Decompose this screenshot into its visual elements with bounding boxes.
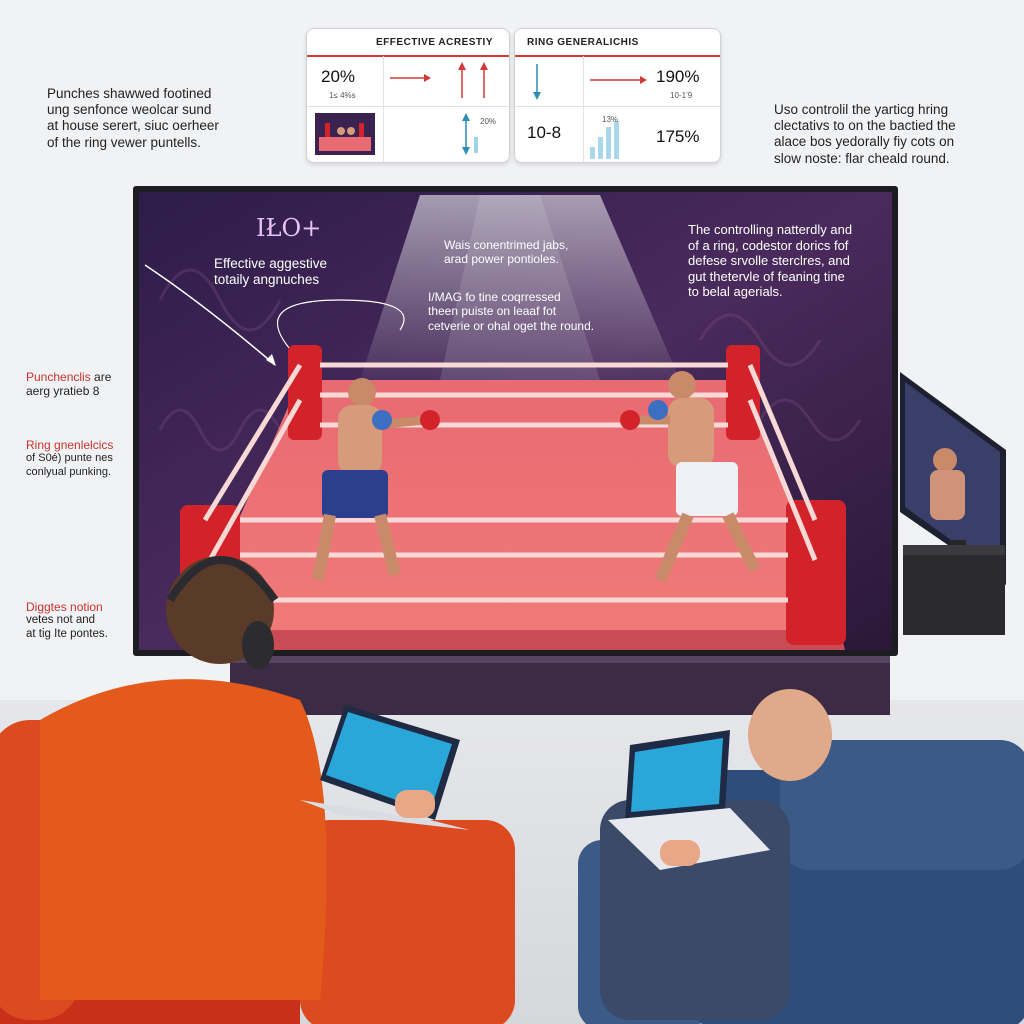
- left-annotation: Punches shawwed footined ung senfonce we…: [47, 86, 219, 151]
- tv-center-line: theen puiste on leaaf fot: [428, 304, 557, 319]
- stat-caption: 1≤ 4%s: [329, 91, 356, 100]
- tv-center-line: I/MAG fo tine coqrressed: [428, 290, 561, 304]
- tv-center-top-text: Wais conentrimed jabs, arad power pontio…: [444, 238, 568, 267]
- side-label-title: Diggtes notion: [26, 600, 103, 614]
- side-label-ring-generalship: Ring gnenlelcics of S0é) punte nes conly…: [26, 438, 113, 479]
- trend-down-icon: [533, 64, 541, 100]
- side-label-body: aerg yratieb 8: [26, 384, 100, 399]
- tv-heading: Effective aggestive totaily angnuches: [214, 256, 327, 288]
- tv-center-line: arad power pontioles.: [444, 252, 559, 267]
- trend-arrows-icon: [390, 62, 488, 98]
- bar-mini-chart: [590, 121, 619, 159]
- side-label-body: conlyual punking.: [26, 465, 112, 478]
- side-monitor: [900, 372, 1006, 635]
- tv-right-line: defese srvolle sterclres, and: [688, 253, 850, 269]
- left-viewer: [0, 556, 515, 1024]
- stat-caption: 13%: [602, 115, 619, 124]
- stat-caption: 10-1’9: [670, 91, 693, 100]
- right-annotation: Uso controlil the yarticg hring clectati…: [774, 102, 956, 167]
- tv-logo: IŁO+: [256, 214, 322, 242]
- right-annotation-line: slow noste: flar cheald round.: [774, 150, 950, 166]
- right-viewer: [578, 689, 1024, 1024]
- side-label-title: Ring gnenlelcics: [26, 438, 114, 452]
- side-label-title: Punchenclis: [26, 370, 91, 384]
- card-title: EFFECTIVE ACRESTIY: [307, 29, 509, 57]
- side-label-title-rest: are: [90, 370, 112, 384]
- stats-card-ring-generalship: RING GENERALICHIS 190% 10-1’9 10-8 13% 1…: [514, 28, 721, 163]
- side-label-body: vetes not and: [26, 614, 96, 627]
- tv-heading-line: totaily angnuches: [214, 272, 320, 288]
- left-annotation-line: at house serert, siuc oerheer: [47, 118, 219, 134]
- left-annotation-line: of the ring vewer puntells.: [47, 134, 201, 150]
- side-label-body: of S0é) punte nes: [26, 452, 113, 465]
- left-annotation-line: Punches shawwed footined: [47, 86, 212, 101]
- tv-heading-line: Effective aggestive: [214, 256, 328, 271]
- tv-right-line: The controlling natterdly and: [688, 222, 853, 237]
- fight-thumbnail: [315, 113, 375, 155]
- tv-right-text: The controlling natterdly and of a ring,…: [688, 222, 852, 300]
- stat-value: 175%: [656, 127, 700, 146]
- right-annotation-line: alace bos yedorally fiy cots on: [774, 134, 955, 150]
- side-label-body: at tig Ite pontes.: [26, 628, 108, 641]
- stat-caption: 20%: [480, 117, 497, 126]
- boxer-left: [312, 378, 440, 582]
- stats-card-effective-aggression: EFFECTIVE ACRESTIY 20% 1≤ 4%s: [306, 28, 510, 163]
- tv-right-line: of a ring, codestor dorics fof: [688, 237, 849, 253]
- tv-center-bottom-text: I/MAG fo tine coqrressed theen puiste on…: [428, 290, 594, 333]
- card-title: RING GENERALICHIS: [515, 29, 720, 57]
- stat-value: 190%: [656, 67, 700, 86]
- stat-value: 20%: [321, 67, 356, 86]
- right-annotation-line: clectativs to on the bactied the: [774, 118, 956, 134]
- side-label-digits: Diggtes notion vetes not and at tig Ite …: [26, 600, 108, 642]
- stat-value: 10-8: [527, 123, 562, 142]
- tv-center-line: cetverie or ohal oget the round.: [428, 318, 595, 333]
- boxer-right: [620, 371, 761, 583]
- tv-center-line: Wais conentrimed jabs,: [444, 238, 569, 252]
- tv-right-line: gut thetervle of feaning tine: [688, 268, 845, 284]
- trend-right-icon: [590, 76, 647, 84]
- side-label-punches: Punchenclis are aerg yratieb 8: [26, 370, 111, 399]
- left-annotation-line: ung senfonce weolcar sund: [47, 102, 212, 118]
- right-annotation-line: Uso controlil the yarticg hring: [774, 102, 949, 117]
- tv-right-line: to belal agerials.: [688, 284, 783, 300]
- trend-arrow-icon: [462, 113, 478, 155]
